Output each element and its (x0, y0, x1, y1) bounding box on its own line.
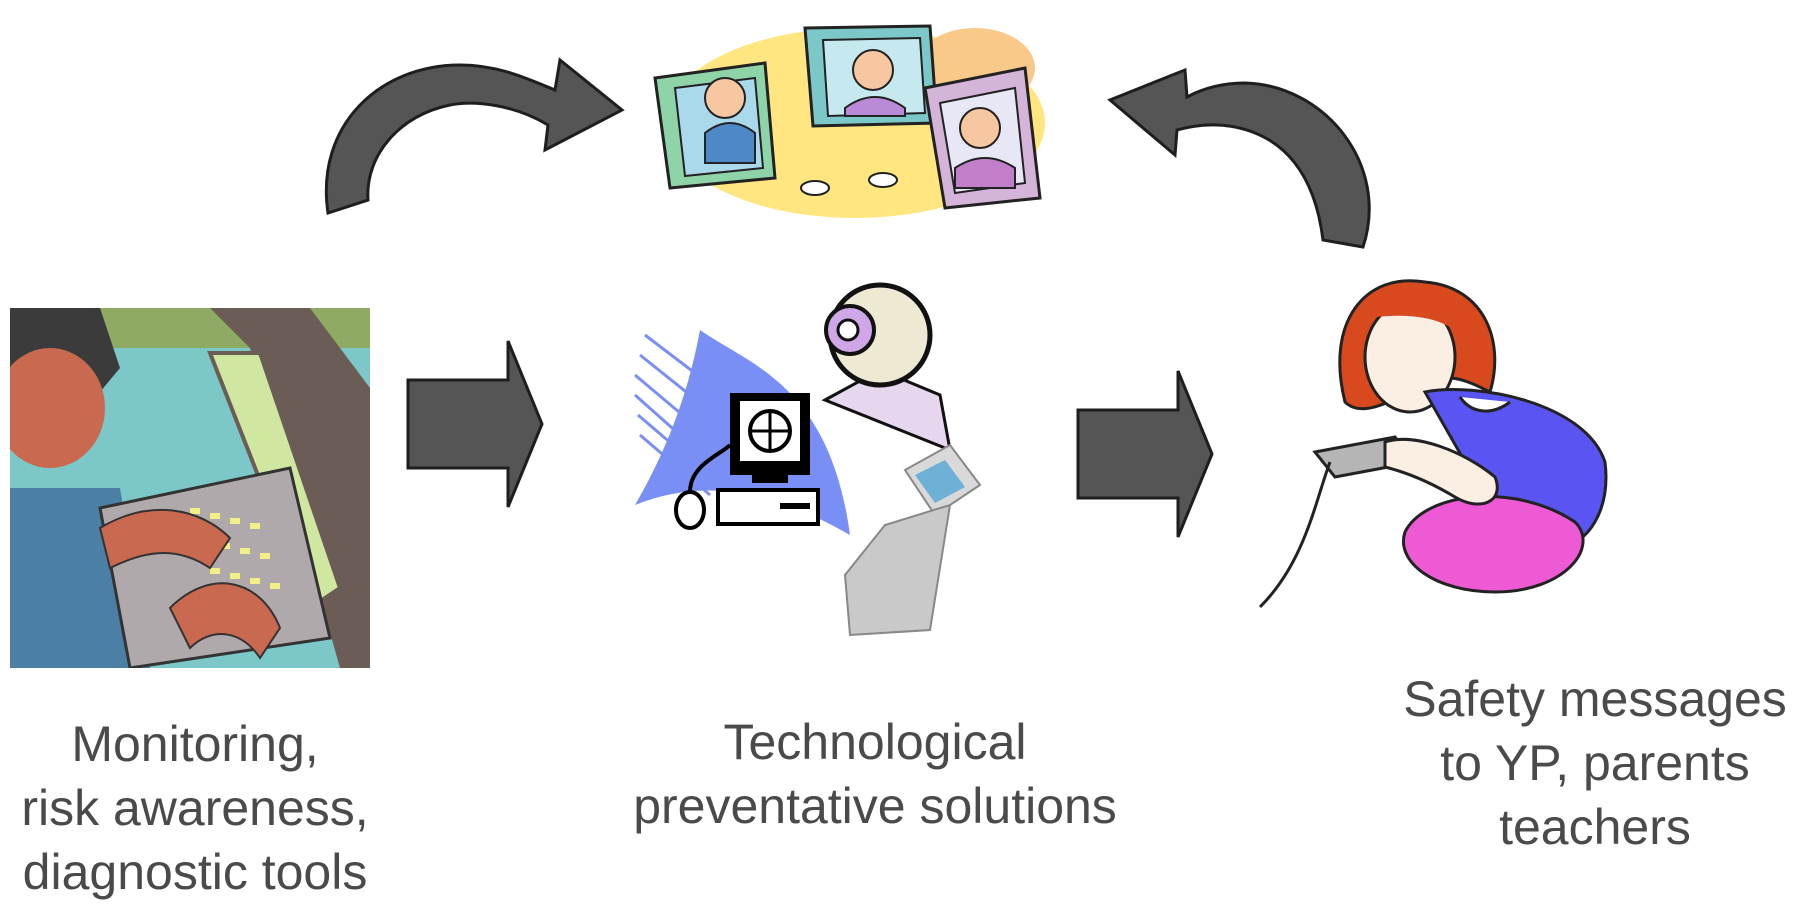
technology-illustration (630, 275, 1010, 650)
curved-arrow-right (1105, 55, 1385, 255)
safety-caption-line-1: Safety messages (1403, 671, 1787, 727)
technology-caption: Technological preventative solutions (595, 710, 1155, 838)
monitoring-illustration (10, 308, 370, 668)
monitoring-caption-line-3: diagnostic tools (22, 844, 368, 900)
safety-caption-line-3: teachers (1499, 799, 1691, 855)
conference-illustration (645, 8, 1065, 223)
monitoring-caption-line-1: Monitoring, (71, 716, 319, 772)
safety-caption: Safety messages to YP, parents teachers (1380, 667, 1810, 859)
technology-caption-line-1: Technological (723, 714, 1027, 770)
monitoring-caption-line-2: risk awareness, (21, 780, 369, 836)
safety-caption-line-2: to YP, parents (1440, 735, 1750, 791)
safety-illustration (1255, 262, 1630, 647)
curved-arrow-left (320, 35, 630, 220)
monitoring-caption: Monitoring, risk awareness, diagnostic t… (0, 712, 390, 904)
technology-caption-line-2: preventative solutions (633, 778, 1117, 834)
block-arrow-right-1 (405, 338, 545, 510)
block-arrow-right-2 (1075, 368, 1215, 540)
